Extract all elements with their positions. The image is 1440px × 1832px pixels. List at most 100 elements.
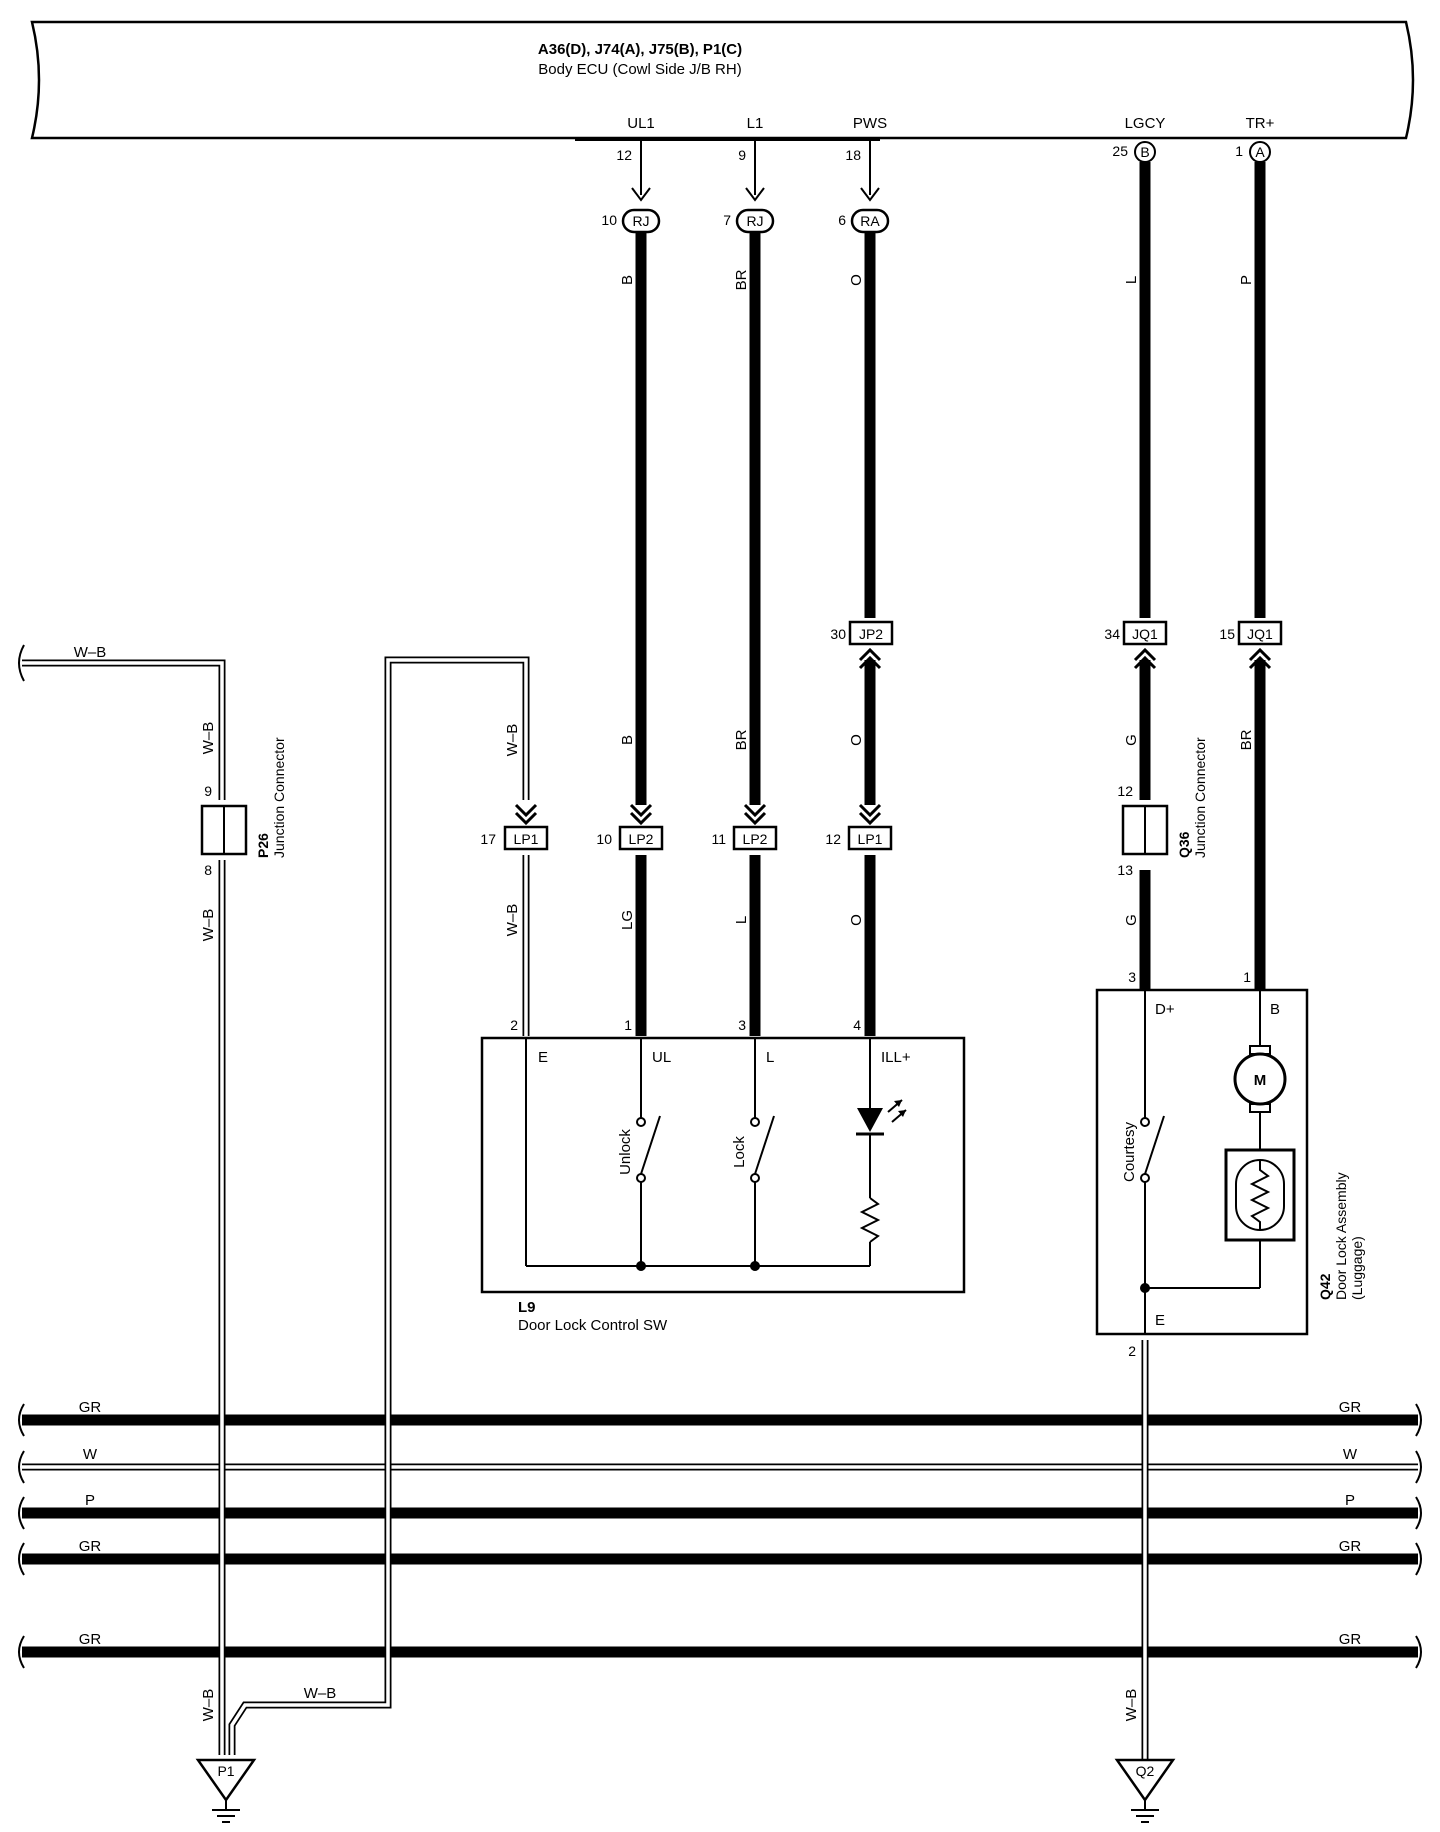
- ecu-terminal-lgcy: LGCY: [1125, 115, 1166, 132]
- svg-text:15: 15: [1219, 626, 1235, 642]
- svg-text:P26: P26: [255, 833, 271, 858]
- svg-text:17: 17: [480, 831, 496, 847]
- wire-color-ul-mid: B: [619, 735, 636, 745]
- bus-color-4-right: GR: [1339, 1538, 1362, 1555]
- connector-rj-ul: 10 RJ: [601, 208, 661, 234]
- connector-ra-pws: 6 RA: [838, 208, 890, 234]
- svg-text:Q36: Q36: [1176, 831, 1192, 858]
- connector-rj-l: 7 RJ: [723, 208, 775, 234]
- bus-lines: [18, 644, 1422, 1669]
- junction-p26: 9 8 P26 Junction Connector: [200, 737, 287, 878]
- svg-text:RA: RA: [860, 213, 880, 229]
- bus-color-3-right: P: [1345, 1492, 1355, 1509]
- svg-text:E: E: [1155, 1312, 1165, 1329]
- wire-color-pws-low: O: [848, 914, 865, 926]
- led-icon: [856, 1099, 907, 1136]
- wire-color-pws-upper: O: [848, 274, 865, 286]
- wire-color-ground-v2: W–B: [200, 909, 217, 942]
- ground-p1-icon: P1: [195, 1758, 257, 1823]
- door-lock-assembly: 3 1 2 D+ B E Courtesy M: [1095, 969, 1365, 1359]
- ecu-pin-l1: 9: [738, 147, 746, 163]
- wire-color-ground-top: W–B: [74, 644, 107, 661]
- svg-text:8: 8: [204, 862, 212, 878]
- chevrons-up: [858, 647, 1272, 670]
- junction-q36-name: Junction Connector: [1192, 737, 1208, 858]
- svg-text:4: 4: [853, 1017, 861, 1033]
- bus-color-5-left: GR: [79, 1631, 102, 1648]
- lock-switch-icon: [750, 1115, 775, 1183]
- door-lock-code: Q42: [1317, 1273, 1333, 1300]
- ecu-title: A36(D), J74(A), J75(B), P1(C): [538, 41, 742, 58]
- svg-text:LP1: LP1: [514, 831, 539, 847]
- ecu-terminal-ul1: UL1: [627, 115, 655, 132]
- ecu-pin-pws: 18: [845, 147, 861, 163]
- svg-text:1: 1: [1243, 969, 1251, 985]
- wire-color-lgcy-upper: L: [1123, 276, 1140, 284]
- resistor-icon: [859, 1197, 881, 1243]
- svg-text:30: 30: [830, 626, 846, 642]
- svg-text:B: B: [1140, 144, 1149, 160]
- svg-text:2: 2: [1128, 1343, 1136, 1359]
- svg-text:7: 7: [723, 212, 731, 228]
- door-lock-name2: (Luggage): [1349, 1236, 1365, 1300]
- svg-text:A: A: [1255, 144, 1265, 160]
- svg-text:LP1: LP1: [858, 831, 883, 847]
- wire-color-ground-bottom1: W–B: [200, 1689, 217, 1722]
- ecu-conn-a: A: [1249, 141, 1271, 163]
- svg-text:ILL+: ILL+: [881, 1049, 911, 1066]
- svg-text:D+: D+: [1155, 1001, 1175, 1018]
- wire-color-lgcy-low: G: [1123, 914, 1140, 926]
- bus-color-1-right: GR: [1339, 1399, 1362, 1416]
- connector-lp1-e: 17 LP1: [480, 825, 549, 851]
- ptc-element-icon: [1224, 1148, 1296, 1242]
- svg-text:L: L: [766, 1049, 774, 1066]
- body-ecu: A36(D), J74(A), J75(B), P1(C) Body ECU (…: [30, 20, 1415, 141]
- svg-text:1: 1: [624, 1017, 632, 1033]
- svg-text:RJ: RJ: [746, 213, 763, 229]
- wire-color-ul-low: LG: [619, 910, 636, 930]
- bus-color-3-left: P: [85, 1492, 95, 1509]
- chevrons-down: [514, 803, 882, 826]
- bus-color-4-left: GR: [79, 1538, 102, 1555]
- wire-color-l-mid: BR: [733, 729, 750, 750]
- wire-color-l-low: L: [733, 916, 750, 924]
- svg-text:UL: UL: [652, 1049, 671, 1066]
- connector-jq1-tr: 15 JQ1: [1219, 620, 1283, 646]
- switch-code: L9: [518, 1299, 536, 1316]
- bus-color-2-right: W: [1343, 1446, 1358, 1463]
- wire-color-e-mid: W–B: [504, 724, 521, 757]
- connector-jp2: 30 JP2: [830, 620, 894, 646]
- bus-color-1-left: GR: [79, 1399, 102, 1416]
- bus-color-2-left: W: [83, 1446, 98, 1463]
- wire-color-tr-mid: BR: [1238, 729, 1255, 750]
- svg-text:JQ1: JQ1: [1132, 626, 1158, 642]
- bus-color-5-right: GR: [1339, 1631, 1362, 1648]
- switch-name: Door Lock Control SW: [518, 1317, 668, 1334]
- svg-text:B: B: [1270, 1001, 1280, 1018]
- ground-p1-label: P1: [217, 1763, 234, 1779]
- motor-icon: M: [1233, 1045, 1287, 1113]
- door-lock-name1: Door Lock Assembly: [1333, 1172, 1349, 1300]
- svg-text:12: 12: [1117, 783, 1133, 799]
- svg-text:JP2: JP2: [859, 626, 883, 642]
- unlock-switch-icon: [636, 1115, 661, 1183]
- svg-text:11: 11: [711, 831, 726, 847]
- svg-text:LP2: LP2: [743, 831, 768, 847]
- svg-text:3: 3: [738, 1017, 746, 1033]
- svg-text:LP2: LP2: [629, 831, 654, 847]
- wire-color-e-low: W–B: [504, 904, 521, 937]
- ecu-terminal-pws: PWS: [853, 115, 887, 132]
- svg-text:M: M: [1254, 1072, 1267, 1089]
- wire-color-tr-upper: P: [1238, 275, 1255, 285]
- svg-text:10: 10: [601, 212, 617, 228]
- svg-text:13: 13: [1117, 862, 1133, 878]
- connector-lp2-l: 11 LP2: [711, 825, 778, 851]
- ecu-terminal-tr: TR+: [1246, 115, 1275, 132]
- wire-color-l-upper: BR: [733, 269, 750, 290]
- ecu-subtitle: Body ECU (Cowl Side J/B RH): [538, 61, 741, 78]
- ecu-terminal-l1: L1: [747, 115, 764, 132]
- svg-text:10: 10: [596, 831, 612, 847]
- svg-text:12: 12: [825, 831, 841, 847]
- ground-q2-label: Q2: [1136, 1763, 1155, 1779]
